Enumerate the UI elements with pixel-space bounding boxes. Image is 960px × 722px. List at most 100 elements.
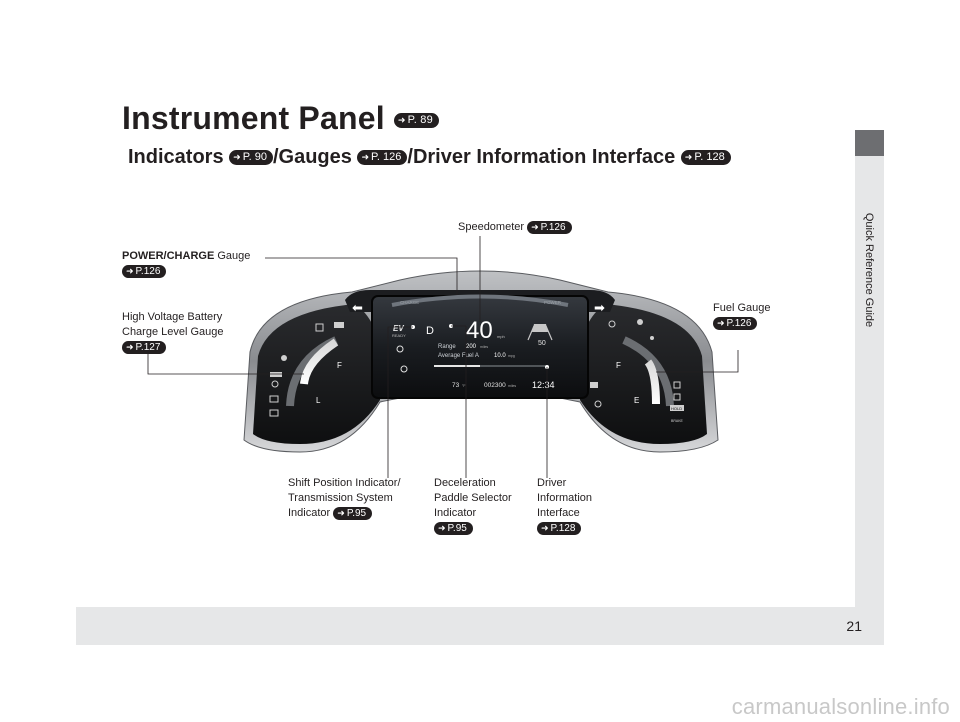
ref-text: P.126 xyxy=(135,265,161,277)
callout-speedometer: Speedometer ➜P.126 xyxy=(458,220,572,235)
page-title-text: Instrument Panel xyxy=(122,100,385,136)
range-label: Range xyxy=(438,344,456,350)
page-footer: 21 xyxy=(76,607,884,645)
callout-dii: Driver Information Interface ➜P.128 xyxy=(537,476,592,536)
cruise-car-icon xyxy=(532,324,548,332)
arrow-icon: ➜ xyxy=(126,341,134,352)
leader-power-charge xyxy=(265,257,458,295)
avg-fuel-label: Average Fuel A xyxy=(438,353,479,359)
ref-text: P. 89 xyxy=(407,114,433,127)
callout-fuel-gauge-label: Fuel Gauge xyxy=(713,302,771,314)
speedometer-ref-badge[interactable]: ➜P.126 xyxy=(527,220,572,234)
callout-power-charge-bold: POWER/CHARGE xyxy=(122,250,215,262)
fuel-icon-2 xyxy=(637,319,643,325)
warning-icon-6 xyxy=(281,355,287,361)
warning-icon-1 xyxy=(269,395,279,403)
warning-icon-2 xyxy=(269,409,279,417)
warning-icon-4 xyxy=(315,323,324,332)
odometer: 002300 xyxy=(484,382,506,389)
fuel-gauge-fill xyxy=(644,359,660,405)
leader-shift xyxy=(387,326,413,478)
eco-icon xyxy=(400,365,408,373)
callout-speedometer-label: Speedometer xyxy=(458,221,525,233)
left-gauge-pod xyxy=(253,304,382,444)
battery-low-label: L xyxy=(316,396,321,405)
callout-shift-line2: Transmission System xyxy=(288,492,393,504)
outside-temp: 73 xyxy=(452,382,460,389)
indicators-ref-badge[interactable]: ➜P. 90 xyxy=(229,150,273,166)
left-turn-signal-icon: ⬅ xyxy=(352,301,363,316)
shift-ref-badge[interactable]: ➜P.95 xyxy=(333,506,373,520)
sidebar-tab[interactable] xyxy=(855,130,884,156)
fuel-gauge-arc xyxy=(622,336,674,407)
callout-shift-line3: Indicator xyxy=(288,507,331,519)
subtitle-gauges: /Gauges xyxy=(272,146,352,168)
battery-full-label: F xyxy=(337,361,342,370)
ref-text: P.127 xyxy=(135,341,161,353)
leader-fuel-gauge xyxy=(656,350,739,373)
ref-text: P.126 xyxy=(540,221,566,233)
hold-label: HOLD xyxy=(671,406,682,411)
ready-indicator: READY xyxy=(392,333,406,338)
subtitle-dii: /Driver Information Interface xyxy=(407,146,676,168)
callout-hv-battery: High Voltage Battery Charge Level Gauge … xyxy=(122,310,224,355)
fuel-icon-4 xyxy=(673,381,681,389)
warning-icon-5 xyxy=(334,322,344,328)
callout-decel-line1: Deceleration xyxy=(434,477,496,489)
callout-deceleration: Deceleration Paddle Selector Indicator ➜… xyxy=(434,476,512,536)
hold-badge xyxy=(670,405,684,411)
callout-power-charge: POWER/CHARGE Gauge ➜P.126 xyxy=(122,249,250,279)
ref-text: P.128 xyxy=(550,522,576,534)
power-label: POWER xyxy=(544,300,562,305)
fuel-gauge-ref-badge[interactable]: ➜P.126 xyxy=(713,316,758,330)
fuel-level-gauge: F E HOLD BRAKE xyxy=(590,319,684,423)
cruise-speed: 50 xyxy=(538,340,546,347)
callout-hv-battery-line1: High Voltage Battery xyxy=(122,311,223,323)
fuel-full-label: F xyxy=(616,361,621,370)
arrow-icon: ➜ xyxy=(126,265,134,276)
deceleration-ref-badge[interactable]: ➜P.95 xyxy=(434,521,473,535)
watermark: carmanualsonline.info xyxy=(731,694,950,719)
arrow-icon: ➜ xyxy=(233,152,241,163)
page-number: 21 xyxy=(846,618,862,634)
fuel-icon-1 xyxy=(608,320,616,328)
warning-icon-3 xyxy=(271,380,279,388)
dii-ref-badge[interactable]: ➜P. 128 xyxy=(680,150,731,166)
callout-decel-line2: Paddle Selector xyxy=(434,492,512,504)
arrow-icon: ➜ xyxy=(337,507,345,518)
speed-unit: mph xyxy=(497,334,505,339)
fuel-empty-label: E xyxy=(634,396,639,405)
arrow-icon: ➜ xyxy=(361,152,369,163)
callout-decel-line3: Indicator xyxy=(434,507,477,519)
callout-fuel-gauge: Fuel Gauge ➜P.126 xyxy=(713,301,770,331)
arrow-icon: ➜ xyxy=(684,152,693,163)
dii-ref-badge[interactable]: ➜P.128 xyxy=(537,521,582,535)
subtitle-indicators: Indicators xyxy=(128,146,224,168)
ref-text: P.95 xyxy=(346,507,367,519)
power-system-icon xyxy=(270,372,282,377)
section-subtitle: Indicators ➜P. 90/Gauges ➜P. 126/Driver … xyxy=(128,146,731,169)
power-charge-ref-badge[interactable]: ➜P.126 xyxy=(122,264,167,278)
callout-power-charge-label: Gauge xyxy=(214,250,251,262)
ev-indicator: EV xyxy=(393,324,404,333)
fuel-icon-5 xyxy=(673,393,681,401)
battery-level-gauge: F L xyxy=(269,322,344,417)
callout-dii-line1: Driver xyxy=(537,477,567,489)
arrow-icon: ➜ xyxy=(717,317,725,328)
arrow-icon: ➜ xyxy=(397,115,406,126)
fuel-icon-7 xyxy=(590,382,598,388)
ref-text: P.95 xyxy=(447,522,467,534)
leader-hv-battery xyxy=(147,354,304,375)
charge-label: CHARGE xyxy=(400,300,419,305)
avg-fuel-unit: mpg xyxy=(508,354,515,358)
fuel-icon-6 xyxy=(594,400,602,408)
brake-label: BRAKE xyxy=(671,419,684,423)
gauges-ref-badge[interactable]: ➜P. 126 xyxy=(357,150,408,166)
arrow-icon: ➜ xyxy=(438,522,446,533)
range-unit: miles xyxy=(480,345,488,349)
page-ref-badge[interactable]: ➜P. 89 xyxy=(393,113,439,129)
hv-battery-ref-badge[interactable]: ➜P.127 xyxy=(122,340,167,354)
battery-gauge-fill xyxy=(300,338,339,385)
arrow-icon: ➜ xyxy=(541,522,549,533)
